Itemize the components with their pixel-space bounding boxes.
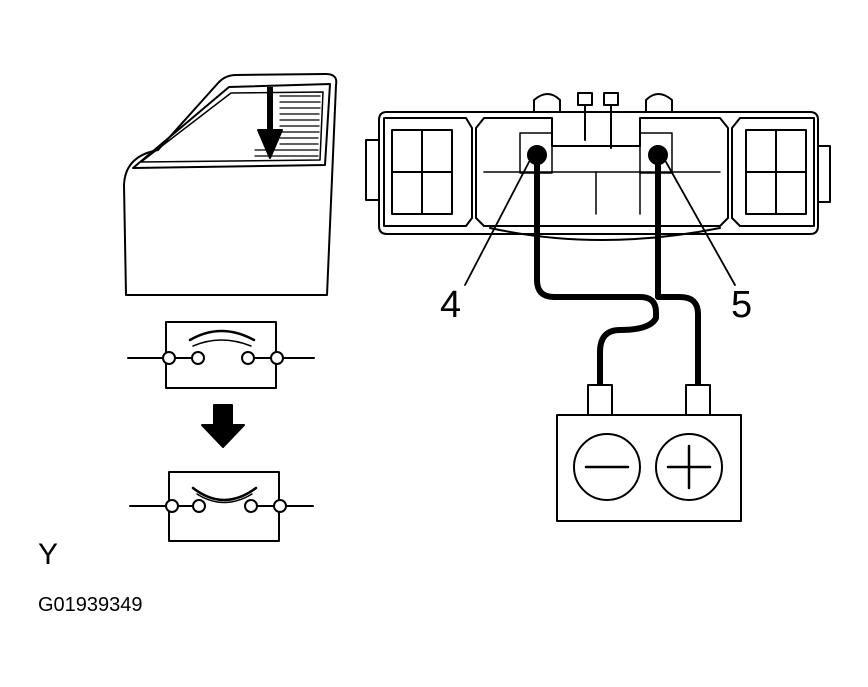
battery-positive-terminal [655, 433, 723, 501]
test-leads [534, 152, 701, 393]
leader-terminal-4 [464, 161, 530, 286]
switch-open-symbol [127, 321, 315, 389]
figure-code-label: G01939349 [38, 594, 143, 616]
switch-closed-symbol [129, 471, 314, 542]
state-change-down-arrow-icon [201, 404, 245, 448]
window-glass-lines [254, 95, 321, 157]
terminal-4-label: 4 [440, 284, 462, 326]
window-down-arrow-icon [257, 129, 283, 159]
view-letter-label: Y [38, 538, 59, 571]
leader-terminal-5 [665, 161, 736, 286]
door-illustration [123, 73, 338, 296]
terminal-4-probe [527, 145, 547, 165]
terminal-5-probe [648, 145, 668, 165]
positive-lead [655, 152, 701, 393]
terminal-5-label: 5 [731, 284, 753, 326]
negative-lead [534, 152, 659, 393]
battery [556, 384, 742, 522]
switch-connector [365, 92, 831, 241]
battery-negative-terminal [573, 433, 641, 501]
